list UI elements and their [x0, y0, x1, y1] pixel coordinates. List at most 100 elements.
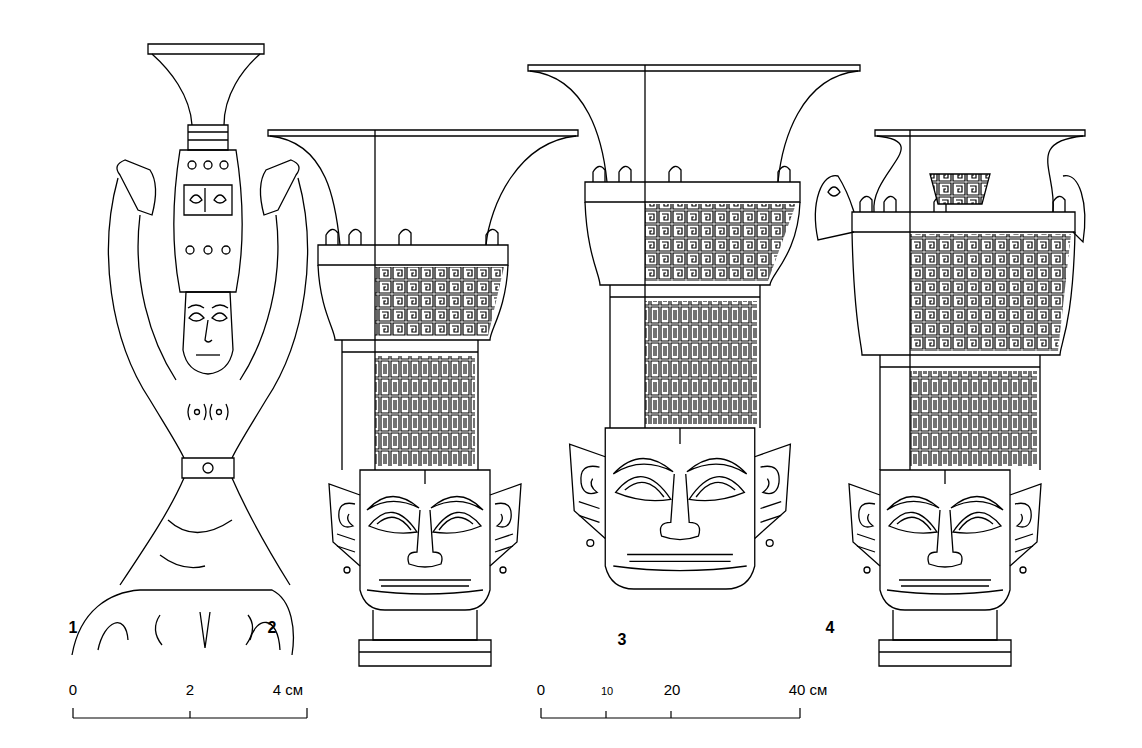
vessel-outline — [318, 265, 508, 340]
mask-outline — [627, 555, 733, 562]
scale-label: 2 — [186, 682, 194, 697]
mask-outline — [379, 580, 471, 586]
boss-dot — [220, 161, 228, 169]
bird-ornament — [778, 166, 790, 182]
figure-outline — [224, 54, 260, 125]
figure-outline — [117, 160, 156, 215]
vessel-outline — [528, 65, 860, 71]
figure-outline — [188, 125, 228, 150]
mask-hole — [1020, 567, 1026, 573]
bird-ornament — [619, 166, 631, 182]
bird-ornament — [349, 229, 361, 245]
vessel-outline — [374, 130, 375, 470]
bird-ornament — [1053, 196, 1065, 212]
vessel-outline — [875, 130, 1085, 136]
mask-hole — [587, 540, 594, 547]
vessel-outline — [610, 296, 760, 297]
mask-outline — [928, 510, 962, 567]
figure-outline — [148, 44, 264, 54]
boss-dot — [204, 161, 212, 169]
figure-outline — [212, 305, 228, 308]
vessel-outline — [852, 232, 1075, 355]
vessel-outline — [270, 136, 340, 245]
figure-outline — [214, 195, 226, 203]
mask-outline — [887, 590, 1003, 594]
mask-outline — [579, 502, 600, 523]
mask-outline — [495, 534, 513, 552]
mask-outline — [879, 651, 1011, 652]
bird-ornament — [860, 196, 872, 212]
vessel-outline — [318, 245, 508, 265]
mask-outline — [679, 428, 680, 444]
mask-outline — [687, 458, 747, 474]
figure-outline — [240, 215, 278, 380]
mask-hole — [864, 567, 870, 573]
zun-vessel — [268, 130, 578, 470]
scale-bars — [73, 708, 800, 718]
mask-outline — [889, 512, 937, 533]
vessel-outline — [610, 285, 760, 428]
belt-knot — [203, 463, 213, 473]
mask-outline — [959, 517, 993, 530]
bronze-mask — [570, 428, 791, 589]
mask-outline — [761, 502, 782, 523]
mask-outline — [339, 503, 355, 527]
mask-outline — [431, 496, 483, 510]
bird-ornament — [399, 229, 411, 245]
mask-outline — [408, 510, 442, 567]
figure-outline — [232, 478, 290, 585]
figure-outline — [174, 150, 242, 292]
figure-outline — [212, 313, 227, 321]
mask-outline — [755, 444, 791, 538]
mask-outline — [367, 590, 483, 594]
mask-outline — [1015, 534, 1033, 552]
nipple — [217, 410, 222, 415]
bronze-mask — [329, 470, 521, 666]
scale-label: 4 см — [273, 682, 303, 697]
figure-outline — [138, 215, 176, 380]
ornament-band — [375, 356, 475, 466]
mask-outline — [953, 512, 1001, 533]
mask-outline — [1015, 503, 1031, 527]
figure-outline — [205, 320, 212, 342]
mask-outline — [761, 466, 780, 493]
mask-outline — [360, 470, 490, 610]
lug-ornament — [815, 176, 854, 240]
mask-hole — [500, 567, 506, 573]
boss-dot — [204, 246, 212, 254]
figure-outline — [188, 305, 204, 308]
vessel-outline — [585, 202, 800, 285]
figure-outline — [168, 520, 232, 533]
figure-outline — [155, 615, 162, 645]
figure-outline — [204, 404, 206, 420]
mask-outline — [897, 517, 931, 530]
ornament-band — [930, 174, 990, 204]
vessel-outline — [1048, 136, 1083, 212]
mask-outline — [689, 477, 744, 501]
mask-outline — [424, 470, 425, 484]
bird-ornament — [326, 229, 338, 245]
scale-label: 0 — [537, 682, 545, 697]
vessel-outline — [585, 182, 800, 202]
figure-outline — [72, 590, 293, 655]
mask-outline — [879, 640, 1011, 666]
figure-outline — [189, 313, 204, 321]
figure-outline — [120, 478, 184, 585]
scale-label: 40 см — [789, 682, 828, 697]
mask-outline — [605, 428, 755, 589]
boss-dot — [186, 246, 194, 254]
vessel-outline — [874, 136, 901, 212]
figure-outline — [182, 458, 234, 478]
figure-outline — [200, 612, 210, 648]
figure-outline — [232, 178, 308, 458]
figure-outline — [246, 615, 253, 645]
mask-outline — [337, 534, 355, 552]
figure-outline — [98, 623, 128, 650]
vessel-outline — [644, 65, 645, 428]
figure-outline — [160, 555, 205, 568]
figure-outline — [188, 404, 190, 420]
mask-outline — [944, 470, 945, 484]
figure-outline — [226, 404, 228, 420]
